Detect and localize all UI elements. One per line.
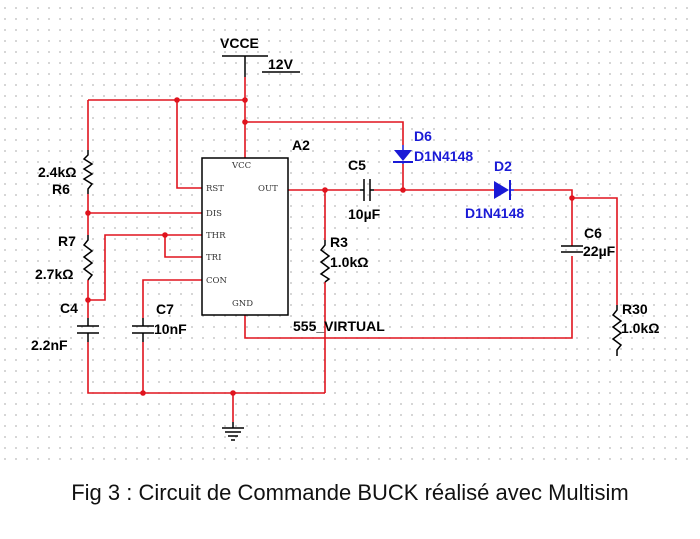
junction-nodes xyxy=(85,97,575,396)
d2-ref: D2 xyxy=(494,158,512,174)
supply-voltage: 12V xyxy=(268,56,294,72)
c6-value: 22µF xyxy=(583,243,616,259)
r30-ref: R30 xyxy=(622,301,648,317)
diode-d6 xyxy=(393,145,413,164)
c6-ref: C6 xyxy=(584,225,602,241)
figure-caption: Fig 3 : Circuit de Commande BUCK réalisé… xyxy=(71,480,629,505)
d2-value: D1N4148 xyxy=(465,205,524,221)
capacitor-c5 xyxy=(360,179,374,201)
pin-gnd: GND xyxy=(232,299,253,309)
r7-ref: R7 xyxy=(58,233,76,249)
resistor-r7 xyxy=(82,235,94,281)
r30-value: 1.0kΩ xyxy=(621,320,659,336)
ic-type: 555_VIRTUAL xyxy=(293,318,385,334)
capacitor-c7 xyxy=(132,318,154,342)
pin-out: OUT xyxy=(258,184,278,194)
pin-con: CON xyxy=(206,276,227,286)
r3-value: 1.0kΩ xyxy=(330,254,368,270)
supply-symbol xyxy=(222,55,300,77)
d6-value: D1N4148 xyxy=(414,148,473,164)
r6-ref: R6 xyxy=(52,181,70,197)
d6-ref: D6 xyxy=(414,128,432,144)
ic-ref: A2 xyxy=(292,137,310,153)
c4-ref: C4 xyxy=(60,300,78,316)
c7-value: 10nF xyxy=(154,321,187,337)
schematic-diagram: VCC RST OUT DIS THR TRI CON GND xyxy=(4,7,688,460)
pin-vcc: VCC xyxy=(231,161,251,171)
c5-ref: C5 xyxy=(348,157,366,173)
r3-ref: R3 xyxy=(330,234,348,250)
ic-555: VCC RST OUT DIS THR TRI CON GND xyxy=(201,157,289,316)
c5-value: 10µF xyxy=(348,206,381,222)
resistor-r6 xyxy=(82,150,94,194)
c7-ref: C7 xyxy=(156,301,174,317)
diode-d2 xyxy=(494,180,514,200)
ground-symbol xyxy=(222,422,244,441)
capacitor-c4 xyxy=(77,318,99,342)
supply-name: VCCE xyxy=(220,35,259,51)
capacitor-c6 xyxy=(561,245,583,253)
resistor-r3 xyxy=(319,240,331,283)
grid-dots xyxy=(4,7,688,460)
pin-dis: DIS xyxy=(206,209,222,219)
pin-rst: RST xyxy=(206,184,224,194)
r7-value: 2.7kΩ xyxy=(35,266,73,282)
wires xyxy=(87,77,618,422)
resistor-r30 xyxy=(611,305,623,356)
pin-thr: THR xyxy=(206,231,226,241)
pin-tri: TRI xyxy=(206,253,221,263)
c4-value: 2.2nF xyxy=(31,337,68,353)
r6-value: 2.4kΩ xyxy=(38,164,76,180)
